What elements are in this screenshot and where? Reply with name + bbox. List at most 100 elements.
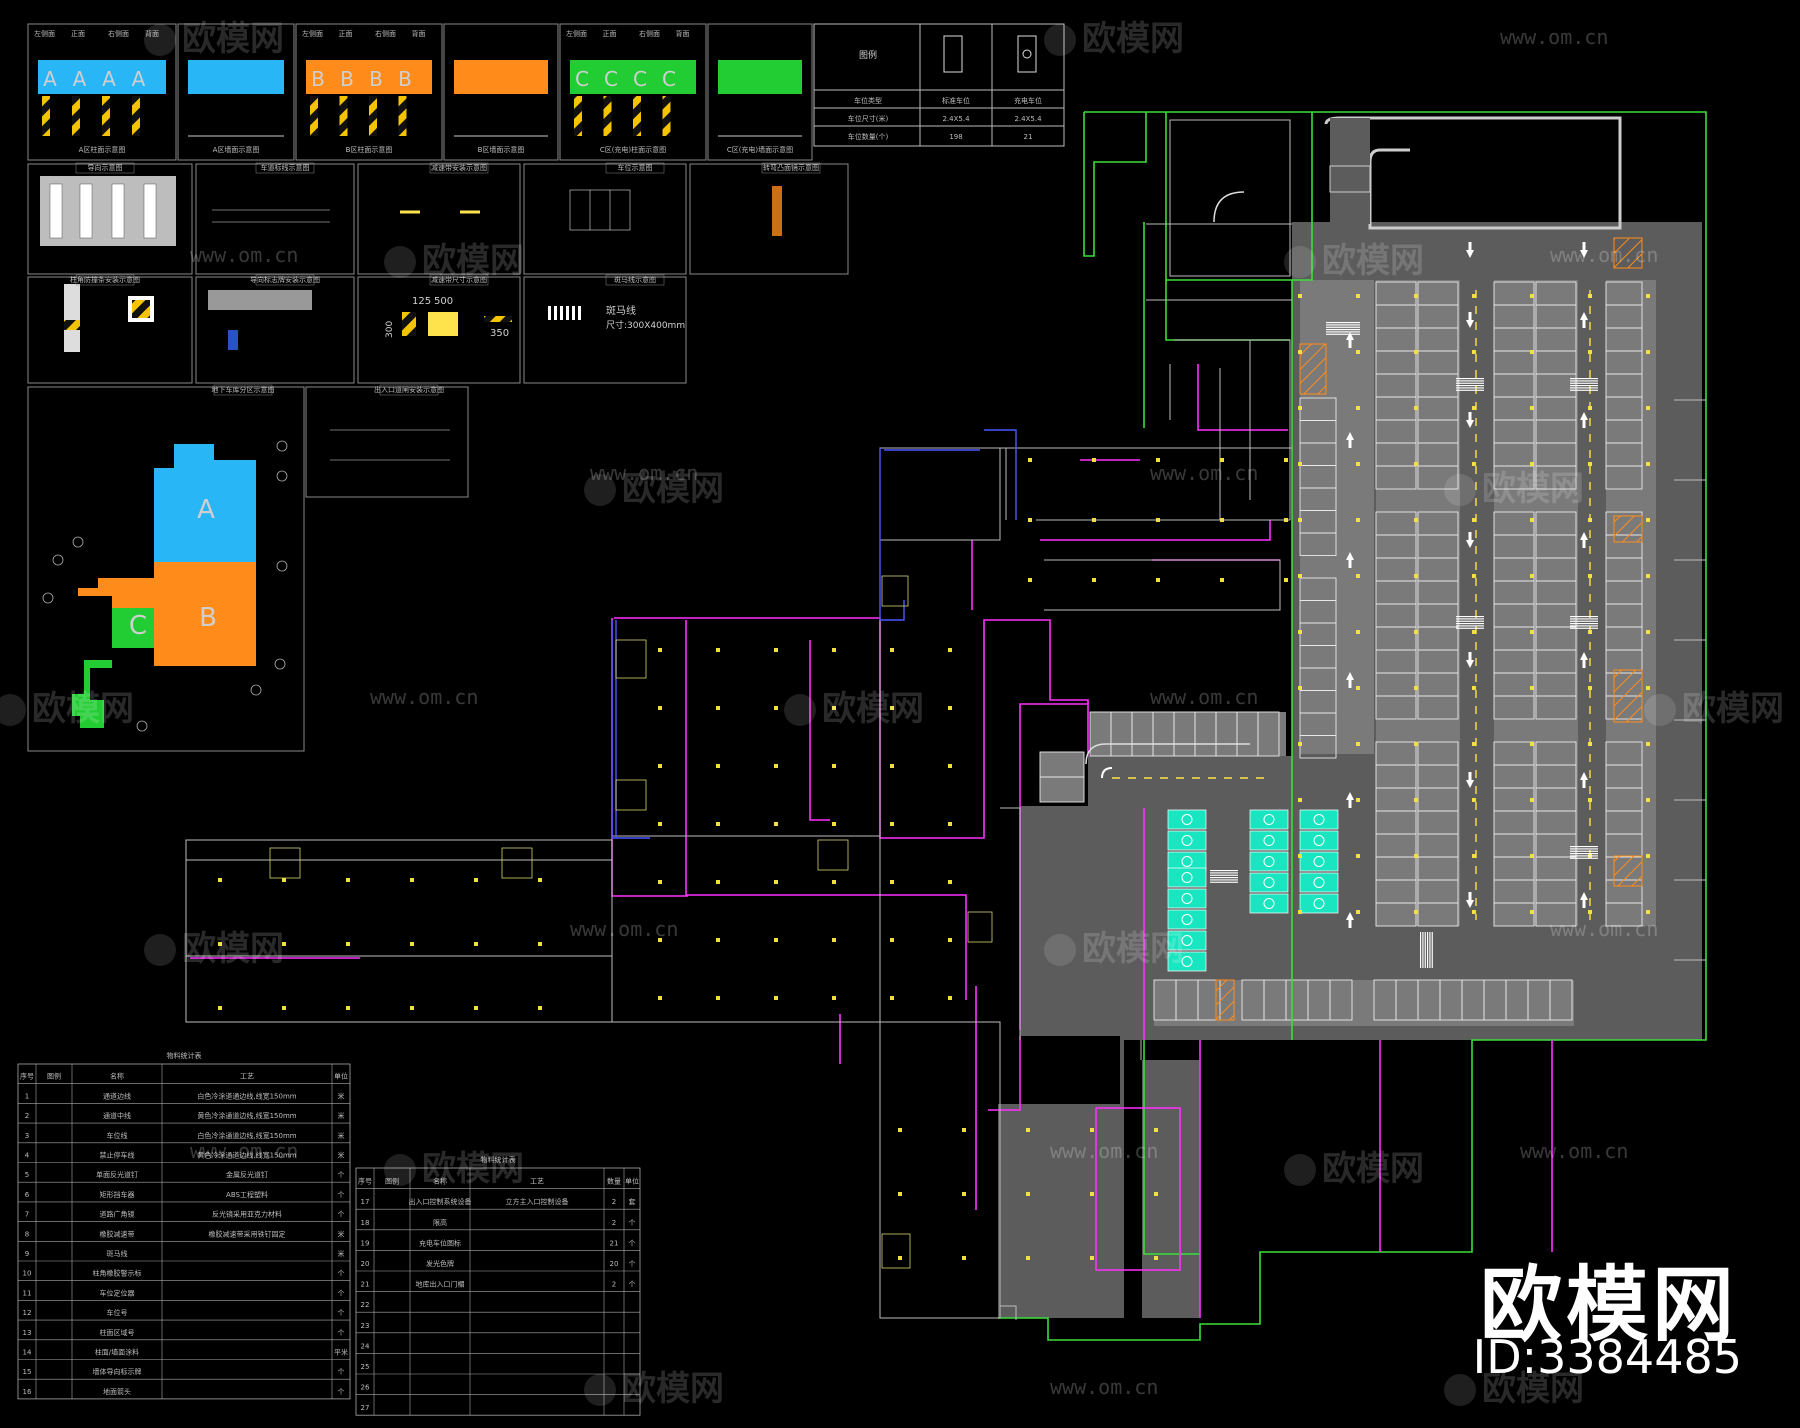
zone-column-letter: C [662,67,676,91]
structural-column [1646,462,1650,466]
table-header-cell: 工艺 [530,1178,544,1186]
table-cell: 墙体导向标示牌 [93,1367,142,1376]
structural-column [346,1006,350,1010]
structural-column [898,1192,902,1196]
table-cell: 米 [338,1091,345,1100]
charging-icon [1181,872,1193,883]
arrow-icon [1580,532,1588,548]
structural-column [1356,854,1360,858]
structural-column [346,878,350,882]
charging-icon [1313,835,1325,846]
charging-stall [1249,851,1289,872]
zebra-stripe [1570,389,1598,391]
structural-column [474,878,478,882]
table-cell: 反光镜采用亚克力材料 [212,1210,282,1219]
hazard-stripe [72,96,80,136]
table-cell: 10 [23,1270,32,1278]
table-cell: 15 [23,1368,32,1376]
arrow-icon [1466,312,1474,328]
table-cell: 个 [338,1388,345,1396]
structural-column [1356,742,1360,746]
parking-stall [1257,711,1280,757]
zebra-stripe [1456,625,1484,627]
table-cell: 个 [629,1281,636,1289]
color-band [38,60,166,94]
dim-300: 300 [385,321,395,338]
legend-row-value: 21 [1024,133,1033,141]
table-cell: 21 [610,1239,619,1247]
detail-title-box [605,162,665,174]
table-cell: 个 [338,1191,345,1199]
zebra-label: 斑马线 [606,304,636,317]
charging-icon [1263,814,1275,825]
hazard-stripe [132,96,140,136]
zebra-stripe [1570,385,1598,387]
zebra-stripe [1456,382,1484,384]
structural-column [1028,578,1032,582]
structural-column [898,1128,902,1132]
table-cell: 立方主入口控制设备 [506,1197,569,1206]
structural-column [1646,630,1650,634]
structural-column [1646,910,1650,914]
watermark-layer: 欧模网欧模网欧模网欧模网欧模网欧模网欧模网欧模网欧模网欧模网欧模网欧模网欧模网欧… [0,19,1784,1409]
structural-column [474,1006,478,1010]
structural-column [218,878,222,882]
watermark-url: www.om.cn [1150,461,1258,485]
table-cell: 个 [629,1260,636,1268]
watermark-url: www.om.cn [1050,1139,1158,1163]
zebra-stripe [1456,387,1484,389]
watermark-text: 欧模网 [422,1149,524,1189]
structural-column [890,648,894,652]
arrow-icon [1580,312,1588,328]
structural-column [1646,742,1650,746]
table-cell: 车位号 [107,1308,128,1317]
table-cell: 20 [361,1260,370,1268]
structural-column [1356,686,1360,690]
parking-stall [1493,465,1535,490]
panel-head-label: 右侧面 [639,29,660,38]
charging-stall [1249,872,1289,893]
hazard-stripe [633,96,641,136]
table-cell: 米 [338,1249,345,1258]
detail-title-box [75,162,135,174]
speed-bump-dimensions: 125 500 300 350 斑马线 尺寸:300X400mm [385,296,685,339]
structural-column [1472,630,1476,634]
zebra-stripe [1456,616,1484,618]
structural-column [1092,578,1096,582]
table-cell: 充电车位图标 [419,1238,461,1247]
detail-title-box [429,274,489,286]
structural-column [1530,742,1534,746]
watermark-url: www.om.cn [190,1139,298,1163]
color-band [718,60,802,94]
structural-column [282,878,286,882]
structural-column [948,938,952,942]
panel-caption: B区柱面示意图 [346,145,393,154]
structural-column [1284,518,1288,522]
table-cell: 车位定位器 [100,1288,135,1297]
zebra-stripe [1431,932,1433,968]
zebra-stripe [1570,846,1598,848]
panel-frame [177,23,295,161]
column-panel: A区墙面示意图 [177,23,295,161]
panel-head-label: 左侧面 [302,29,323,38]
structural-column [1588,574,1592,578]
hazard-stripe [369,96,377,136]
structural-column [1530,910,1534,914]
watermark-text: 欧模网 [182,19,284,59]
structural-column [1090,1256,1094,1260]
arrow-icon [1346,552,1354,568]
watermark-text: 欧模网 [622,1369,724,1409]
detail-title: 车位示意图 [618,163,653,172]
structural-column [1154,1192,1158,1196]
structural-column [1414,518,1418,522]
table-cell: 道路广角镜 [100,1210,135,1219]
structural-column [1356,630,1360,634]
structural-column [658,764,662,768]
watermark-text: 欧模网 [1322,241,1424,281]
table-cell: 22 [361,1301,370,1309]
table-cell: ABS工程塑料 [226,1190,268,1199]
charging-icon [1263,835,1275,846]
parking-stall [1375,902,1417,927]
